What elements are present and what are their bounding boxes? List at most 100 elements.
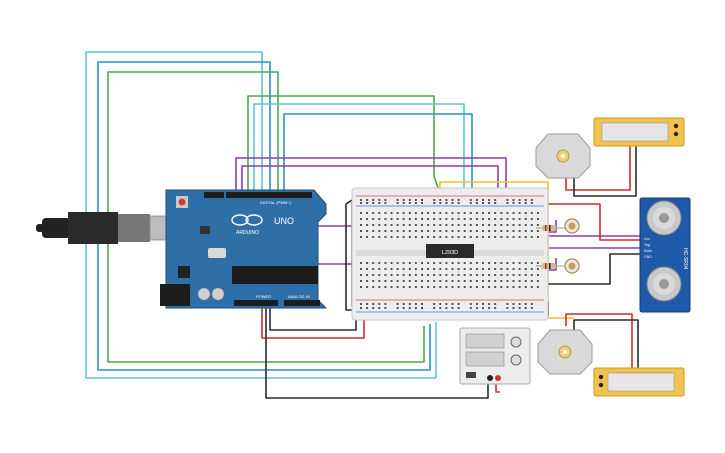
breadboard-hole <box>506 274 509 276</box>
sensor-pin-label: Echo <box>644 249 652 253</box>
breadboard-hole <box>421 202 423 204</box>
breadboard-hole <box>433 224 436 226</box>
breadboard-hole <box>384 224 387 226</box>
breadboard-hole <box>457 236 460 238</box>
breadboard-hole <box>360 268 362 270</box>
wire-black-motor1[interactable] <box>573 146 637 197</box>
breadboard-hole <box>512 236 515 238</box>
breadboard-hole <box>427 212 430 214</box>
breadboard-hole <box>384 286 387 288</box>
breadboard-hole <box>469 212 472 214</box>
breadboard-hole <box>482 199 484 201</box>
wire-black-motor2[interactable] <box>573 319 639 370</box>
breadboard-hole <box>445 212 448 214</box>
breadboard-hole <box>469 262 472 264</box>
yellow-module-2[interactable] <box>593 367 685 397</box>
breadboard-hole <box>482 230 484 232</box>
breadboard-hole <box>500 218 503 220</box>
breadboard-hole <box>482 212 484 214</box>
breadboard-hole <box>463 262 466 264</box>
breadboard-hole <box>384 262 387 264</box>
breadboard-hole <box>506 212 509 214</box>
breadboard-hole <box>372 303 375 305</box>
wire-green-top[interactable] <box>247 95 439 192</box>
breadboard-hole <box>421 274 423 276</box>
breadboard-hole <box>360 230 362 232</box>
breadboard-hole <box>433 218 436 220</box>
wire-red-batt[interactable] <box>495 384 500 393</box>
breadboard-hole <box>536 230 539 232</box>
usb-cable <box>36 212 179 244</box>
breadboard-hole <box>506 199 509 201</box>
breadboard-hole <box>457 286 460 288</box>
breadboard-hole <box>475 268 478 270</box>
breadboard-hole <box>536 236 539 238</box>
breadboard-hole <box>366 218 369 220</box>
wire-black-rail-r[interactable] <box>538 253 640 285</box>
breadboard-hole <box>439 218 442 220</box>
breadboard-hole <box>488 274 491 276</box>
breadboard-hole <box>506 224 509 226</box>
breadboard-hole <box>366 236 369 238</box>
breadboard-hole <box>488 199 491 201</box>
dc-motor-2[interactable] <box>537 329 593 375</box>
breadboard-hole <box>427 224 430 226</box>
breadboard-hole <box>378 199 381 201</box>
arduino-logo <box>231 214 263 226</box>
breadboard-hole <box>518 236 521 238</box>
wire-red-rail-r[interactable] <box>538 203 640 241</box>
digital-label: DIGITAL (PWM~) <box>260 200 292 205</box>
breadboard-hole <box>488 303 491 305</box>
breadboard-hole <box>506 280 509 282</box>
breadboard-hole <box>378 202 381 204</box>
switch[interactable] <box>466 372 476 378</box>
breadboard-hole <box>372 202 375 204</box>
breadboard-hole <box>500 274 503 276</box>
breadboard-hole <box>475 224 478 226</box>
breadboard-hole <box>512 262 515 264</box>
arduino-uno[interactable]: UNO ARDUINO DIGITAL (PWM~) POWER ANALOG … <box>160 189 328 309</box>
breadboard-hole <box>463 286 466 288</box>
dc-motor-1[interactable] <box>535 133 591 179</box>
wire-purple-a[interactable] <box>235 157 640 249</box>
photoresistor-1[interactable] <box>564 218 580 234</box>
breadboard-hole <box>414 212 417 214</box>
breadboard-hole <box>469 280 472 282</box>
wire-red-motor2[interactable] <box>565 313 633 370</box>
wire-red-motor1[interactable] <box>565 146 631 191</box>
wire-black-gnd[interactable] <box>265 306 489 399</box>
knob-1[interactable] <box>510 336 522 348</box>
breadboard[interactable]: L293D <box>351 187 549 321</box>
breadboard-hole <box>408 224 411 226</box>
breadboard-hole <box>475 303 478 305</box>
breadboard-hole <box>512 280 515 282</box>
breadboard-hole <box>396 202 399 204</box>
breadboard-hole <box>427 230 430 232</box>
knob-2[interactable] <box>510 354 522 366</box>
yellow-module-1[interactable] <box>593 117 685 147</box>
breadboard-hole <box>427 218 430 220</box>
breadboard-hole <box>463 218 466 220</box>
breadboard-hole <box>518 202 521 204</box>
breadboard-hole <box>396 303 399 305</box>
breadboard-hole <box>524 202 527 204</box>
breadboard-hole <box>445 303 448 305</box>
breadboard-hole <box>427 280 430 282</box>
breadboard-hole <box>390 286 393 288</box>
breadboard-hole <box>408 199 411 201</box>
breadboard-hole <box>445 262 448 264</box>
breadboard-hole <box>421 307 423 309</box>
breadboard-hole <box>439 212 442 214</box>
reset-button[interactable] <box>178 198 186 206</box>
breadboard-hole <box>494 236 497 238</box>
breadboard-hole <box>518 280 521 282</box>
breadboard-hole <box>451 307 454 309</box>
power-supply[interactable] <box>459 327 531 385</box>
breadboard-hole <box>463 274 466 276</box>
breadboard-hole <box>475 236 478 238</box>
analog-header <box>284 300 320 306</box>
breadboard-hole <box>390 268 393 270</box>
photoresistor-2[interactable] <box>564 258 580 274</box>
breadboard-hole <box>518 286 521 288</box>
